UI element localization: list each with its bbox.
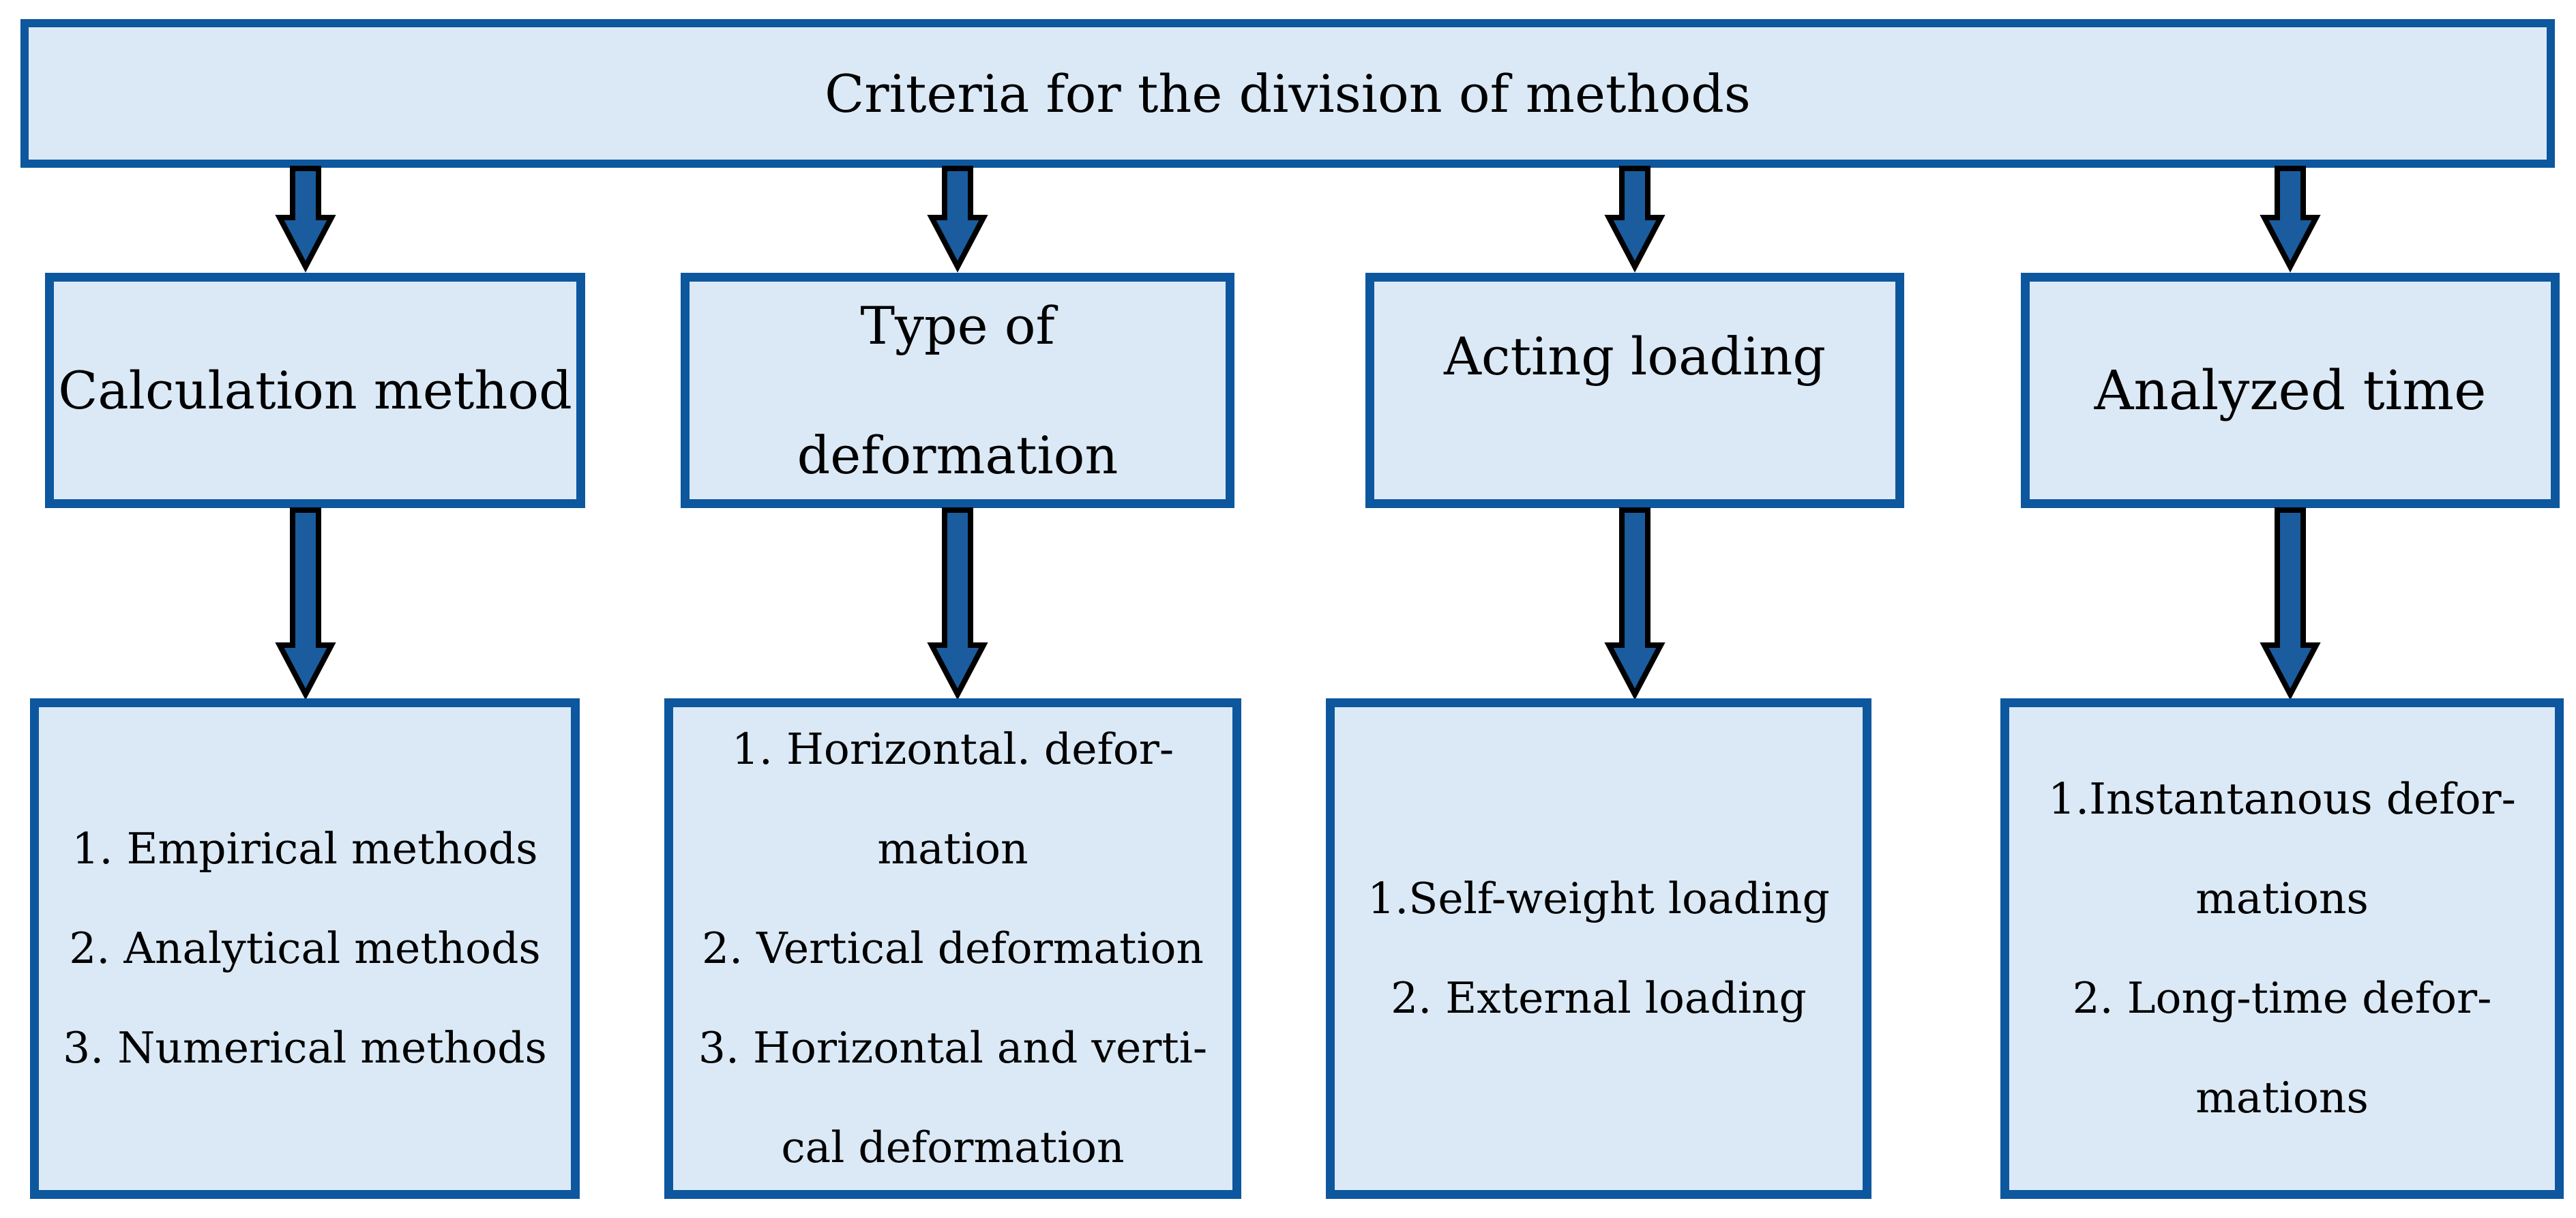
list-item-continuation: cal deformation [781, 1123, 1125, 1172]
criterion-box-acting-loading: Acting loading [1365, 273, 1904, 508]
criterion-label: deformation [797, 424, 1119, 486]
down-arrow-icon [1604, 166, 1665, 273]
list-item: 2. External loading [1391, 973, 1807, 1023]
list-item: 3. Horizontal and verti- [698, 1023, 1208, 1073]
list-item-continuation: mations [2195, 1073, 2369, 1123]
down-arrow-icon [275, 507, 336, 700]
list-box-loading-types: 1.Self-weight loading 2. External loadin… [1326, 698, 1871, 1199]
list-box-time-types: 1.Instantanous defor- mations 2. Long-ti… [2000, 698, 2564, 1199]
down-arrow-icon [2260, 166, 2321, 273]
list-item-continuation: mation [877, 824, 1028, 874]
list-item-continuation: mations [2195, 874, 2369, 923]
list-box-deformation-types: 1. Horizontal. defor- mation 2. Vertical… [664, 698, 1241, 1199]
criterion-box-calculation-method: Calculation method [45, 273, 585, 508]
list-item: 2. Vertical deformation [702, 923, 1204, 973]
list-item: 1. Horizontal. defor- [731, 724, 1174, 774]
list-item: 2. Long-time defor- [2072, 973, 2492, 1023]
list-item: 1.Instantanous defor- [2048, 774, 2516, 824]
down-arrow-icon [927, 507, 988, 700]
title-box: Criteria for the division of methods [20, 19, 2555, 168]
list-item: 3. Numerical methods [63, 1023, 547, 1073]
down-arrow-icon [275, 166, 336, 273]
criterion-label: Type of [860, 295, 1055, 356]
title-text: Criteria for the division of methods [825, 63, 1751, 124]
list-item: 1.Self-weight loading [1367, 874, 1830, 923]
down-arrow-icon [2260, 507, 2321, 700]
down-arrow-icon [1604, 507, 1665, 700]
list-item: 2. Analytical methods [69, 923, 541, 973]
list-box-calculation-methods: 1. Empirical methods 2. Analytical metho… [30, 698, 580, 1199]
criterion-label: Acting loading [1444, 326, 1826, 387]
criterion-label: Calculation method [58, 359, 572, 421]
list-item: 1. Empirical methods [72, 824, 538, 874]
criterion-label: Analyzed time [2094, 358, 2487, 422]
criterion-box-type-of-deformation: Type of deformation [681, 273, 1234, 508]
down-arrow-icon [927, 166, 988, 273]
criterion-box-analyzed-time: Analyzed time [2021, 273, 2560, 508]
